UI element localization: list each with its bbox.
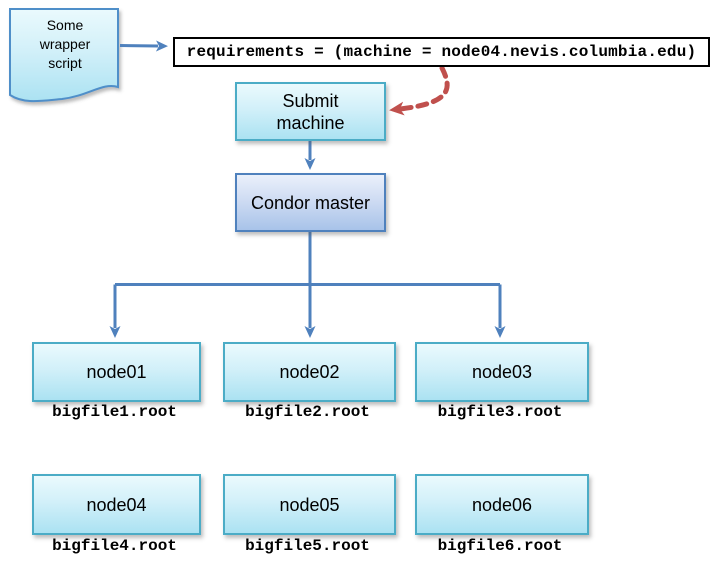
node03-file-label: bigfile3.root [437, 403, 563, 421]
node01-box: node01 [32, 342, 201, 402]
node05-label: node05 [279, 494, 340, 515]
node01-file-label: bigfile1.root [52, 403, 177, 421]
submit-machine-line2: machine [276, 112, 345, 133]
node06-box: node06 [415, 474, 589, 535]
condor-master-box: Condor master [235, 173, 386, 232]
node04-file-label: bigfile4.root [52, 537, 177, 555]
wrapper-script-line3: script [48, 55, 82, 71]
node01-label: node01 [86, 362, 147, 382]
wrapper-script-line1: Some [46, 17, 84, 33]
node05-file-label: bigfile5.root [245, 537, 370, 555]
node04-box: node04 [32, 474, 201, 535]
node06-label: node06 [471, 494, 533, 515]
node02-file-label: bigfile2.root [245, 403, 370, 421]
arrow-requirement-to-submit [389, 65, 450, 116]
node03-label: node03 [471, 362, 533, 382]
requirements-code-text: requirements = (machine = node04.nevis.c… [186, 43, 697, 61]
wrapper-script-shape-label: Some wrapper script [12, 16, 118, 73]
node06-file-label: bigfile6.root [437, 537, 563, 555]
requirements-code-box: requirements = (machine = node04.nevis.c… [173, 37, 710, 67]
submit-machine-box: Submit machine [235, 82, 386, 141]
wrapper-script-line2: wrapper [39, 36, 91, 52]
node02-box: node02 [223, 342, 396, 402]
node03-box: node03 [415, 342, 589, 402]
condor-master-label: Condor master [250, 192, 371, 213]
node04-label: node04 [86, 494, 147, 515]
node05-box: node05 [223, 474, 396, 535]
arrow-script-to-code [119, 40, 168, 52]
submit-machine-line1: Submit [282, 90, 339, 111]
node02-label: node02 [279, 362, 340, 382]
